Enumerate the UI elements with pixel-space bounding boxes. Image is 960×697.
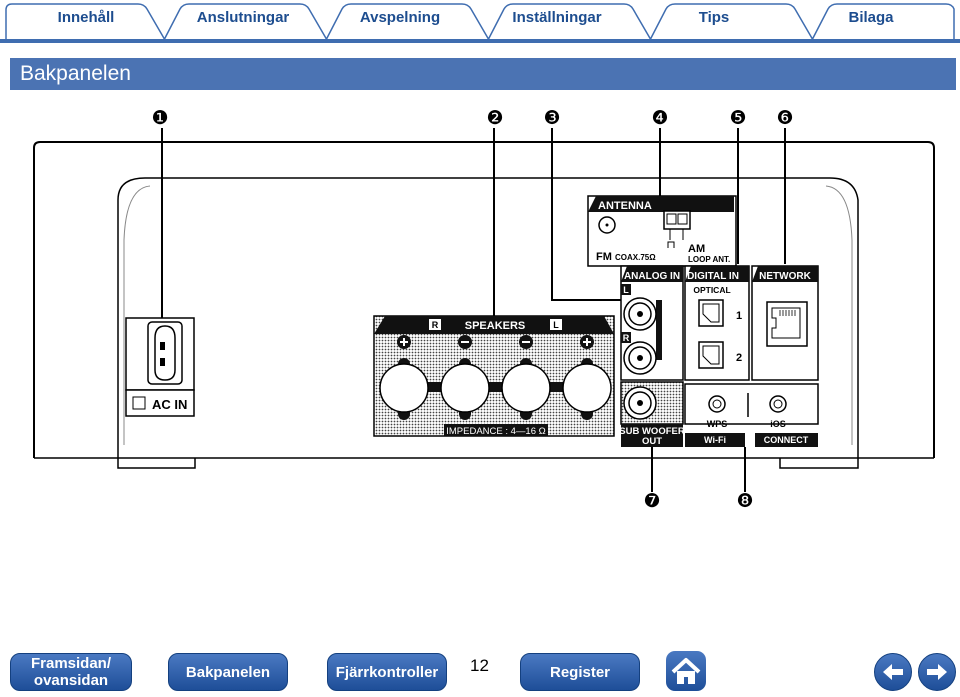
tab-contents[interactable]: Innehåll: [57, 9, 115, 26]
callout-2: ❷: [486, 107, 503, 129]
tab-tips[interactable]: Tips: [698, 9, 730, 26]
home-button[interactable]: [666, 651, 706, 691]
page-number: 12: [470, 656, 489, 675]
tab-appendix[interactable]: Bilaga: [848, 9, 894, 26]
wps-label: WPS: [707, 419, 728, 429]
top-tab-bar: Innehåll Anslutningar Avspelning Inställ…: [0, 0, 960, 44]
analog-r-label: R: [623, 333, 630, 343]
front-top-button[interactable]: Framsidan/ ovansidan: [10, 653, 132, 691]
antenna-label: ANTENNA: [598, 200, 652, 212]
rear-panel-diagram: ❶ ❷ ❸ ❹ ❺ ❻ ❼ ❽ AC IN R L SPEAKERS: [33, 107, 935, 512]
back-button[interactable]: [874, 653, 912, 691]
tab-connections[interactable]: Anslutningar: [196, 9, 290, 26]
optical-label: OPTICAL: [693, 285, 730, 295]
device-outline: [33, 141, 935, 458]
fm-label: FM: [596, 251, 612, 263]
page-title: Bakpanelen: [20, 62, 131, 85]
callout-6: ❻: [776, 107, 793, 129]
network-label: NETWORK: [759, 271, 811, 282]
callout-5: ❺: [729, 107, 746, 129]
arrow-left-icon: [883, 664, 903, 680]
callout-7: ❼: [643, 490, 660, 512]
digital-in-label: DIGITAL IN: [687, 271, 739, 282]
tab-settings[interactable]: Inställningar: [512, 9, 602, 26]
tab-playback[interactable]: Avspelning: [359, 9, 441, 26]
callout-8: ❽: [736, 490, 753, 512]
optical-1-label: 1: [736, 310, 742, 322]
sub-woofer-out-label: OUT: [642, 436, 662, 447]
remote-control-button[interactable]: Fjärrkontroller: [327, 653, 447, 691]
callout-1: ❶: [151, 107, 168, 129]
connect-label: CONNECT: [764, 435, 809, 445]
forward-button[interactable]: [918, 653, 956, 691]
optical-2-label: 2: [736, 352, 742, 364]
am-label: AM: [688, 243, 705, 255]
speakers-l: L: [553, 320, 559, 330]
callout-4: ❹: [651, 107, 668, 129]
ios-label: iOS: [770, 419, 786, 429]
callout-3: ❸: [543, 107, 560, 129]
speakers-label: SPEAKERS: [465, 320, 526, 332]
loop-ant-label: LOOP ANT.: [688, 255, 730, 264]
front-top-line1: Framsidan/: [30, 655, 112, 672]
speakers-r: R: [432, 320, 439, 330]
analog-l-label: L: [623, 285, 629, 295]
rear-panel-button[interactable]: Bakpanelen: [168, 653, 288, 691]
front-top-line2: ovansidan: [33, 672, 109, 689]
arrow-right-icon: [927, 664, 947, 680]
tab-outlines: [0, 3, 960, 43]
section-header: Bakpanelen: [10, 58, 956, 90]
home-icon: [671, 658, 701, 684]
coax-label: COAX.75Ω: [615, 253, 656, 262]
index-button[interactable]: Register: [520, 653, 640, 691]
impedance-label: IMPEDANCE : 4—16 Ω: [446, 426, 546, 437]
ac-in-label: AC IN: [152, 397, 187, 412]
analog-in-label: ANALOG IN: [624, 271, 680, 282]
sub-woofer-label: SUB WOOFER: [619, 426, 685, 437]
wifi-label: Wi-Fi: [704, 435, 726, 445]
